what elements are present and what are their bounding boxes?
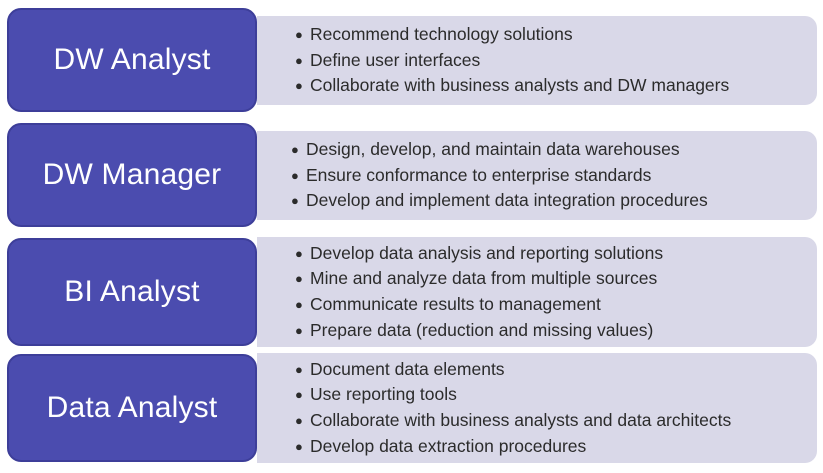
- duty-item: ●Develop data extraction procedures: [295, 434, 731, 460]
- bullet-icon: ●: [295, 78, 303, 94]
- role-title: Data Analyst: [46, 391, 218, 424]
- bullet-icon: ●: [291, 167, 299, 183]
- duty-item: ●Develop and implement data integration …: [291, 188, 708, 214]
- bullet-icon: ●: [295, 387, 303, 403]
- role-duties-box: ●Recommend technology solutions ●Define …: [257, 16, 817, 105]
- bullet-icon: ●: [295, 52, 303, 68]
- duty-item: ●Document data elements: [295, 357, 731, 383]
- role-title: BI Analyst: [64, 275, 200, 308]
- role-title-box: DW Analyst: [7, 8, 257, 112]
- duty-item: ●Define user interfaces: [295, 48, 729, 74]
- role-title-box: BI Analyst: [7, 238, 257, 346]
- duty-item: ●Communicate results to management: [295, 292, 663, 318]
- duty-item: ●Develop data analysis and reporting sol…: [295, 241, 663, 267]
- duty-item: ●Collaborate with business analysts and …: [295, 408, 731, 434]
- duties-list: ●Document data elements ●Use reporting t…: [295, 357, 731, 459]
- duty-item: ●Use reporting tools: [295, 382, 731, 408]
- bullet-icon: ●: [295, 413, 303, 428]
- bullet-icon: ●: [295, 27, 303, 43]
- duty-item: ●Design, develop, and maintain data ware…: [291, 137, 708, 163]
- bullet-icon: ●: [295, 245, 303, 261]
- role-title-box: Data Analyst: [7, 354, 257, 462]
- duties-list: ●Develop data analysis and reporting sol…: [295, 241, 663, 343]
- bullet-icon: ●: [291, 142, 299, 158]
- duties-list: ●Design, develop, and maintain data ware…: [291, 137, 708, 214]
- duty-item: ●Prepare data (reduction and missing val…: [295, 318, 663, 344]
- bullet-icon: ●: [295, 271, 303, 287]
- role-title: DW Analyst: [53, 43, 211, 76]
- bullet-icon: ●: [295, 322, 303, 338]
- bullet-icon: ●: [295, 438, 303, 454]
- bullet-icon: ●: [291, 193, 299, 209]
- role-duties-box: ●Design, develop, and maintain data ware…: [257, 131, 817, 220]
- duty-item: ●Ensure conformance to enterprise standa…: [291, 163, 708, 189]
- bullet-icon: ●: [295, 297, 303, 312]
- duty-item: ●Mine and analyze data from multiple sou…: [295, 266, 663, 292]
- role-title: DW Manager: [42, 158, 222, 191]
- duty-item: ●Collaborate with business analysts and …: [295, 73, 729, 99]
- role-duties-box: ●Document data elements ●Use reporting t…: [257, 353, 817, 463]
- bullet-icon: ●: [295, 361, 303, 377]
- duty-item: ●Recommend technology solutions: [295, 22, 729, 48]
- role-title-box: DW Manager: [7, 123, 257, 227]
- role-duties-box: ●Develop data analysis and reporting sol…: [257, 237, 817, 347]
- duties-list: ●Recommend technology solutions ●Define …: [295, 22, 729, 99]
